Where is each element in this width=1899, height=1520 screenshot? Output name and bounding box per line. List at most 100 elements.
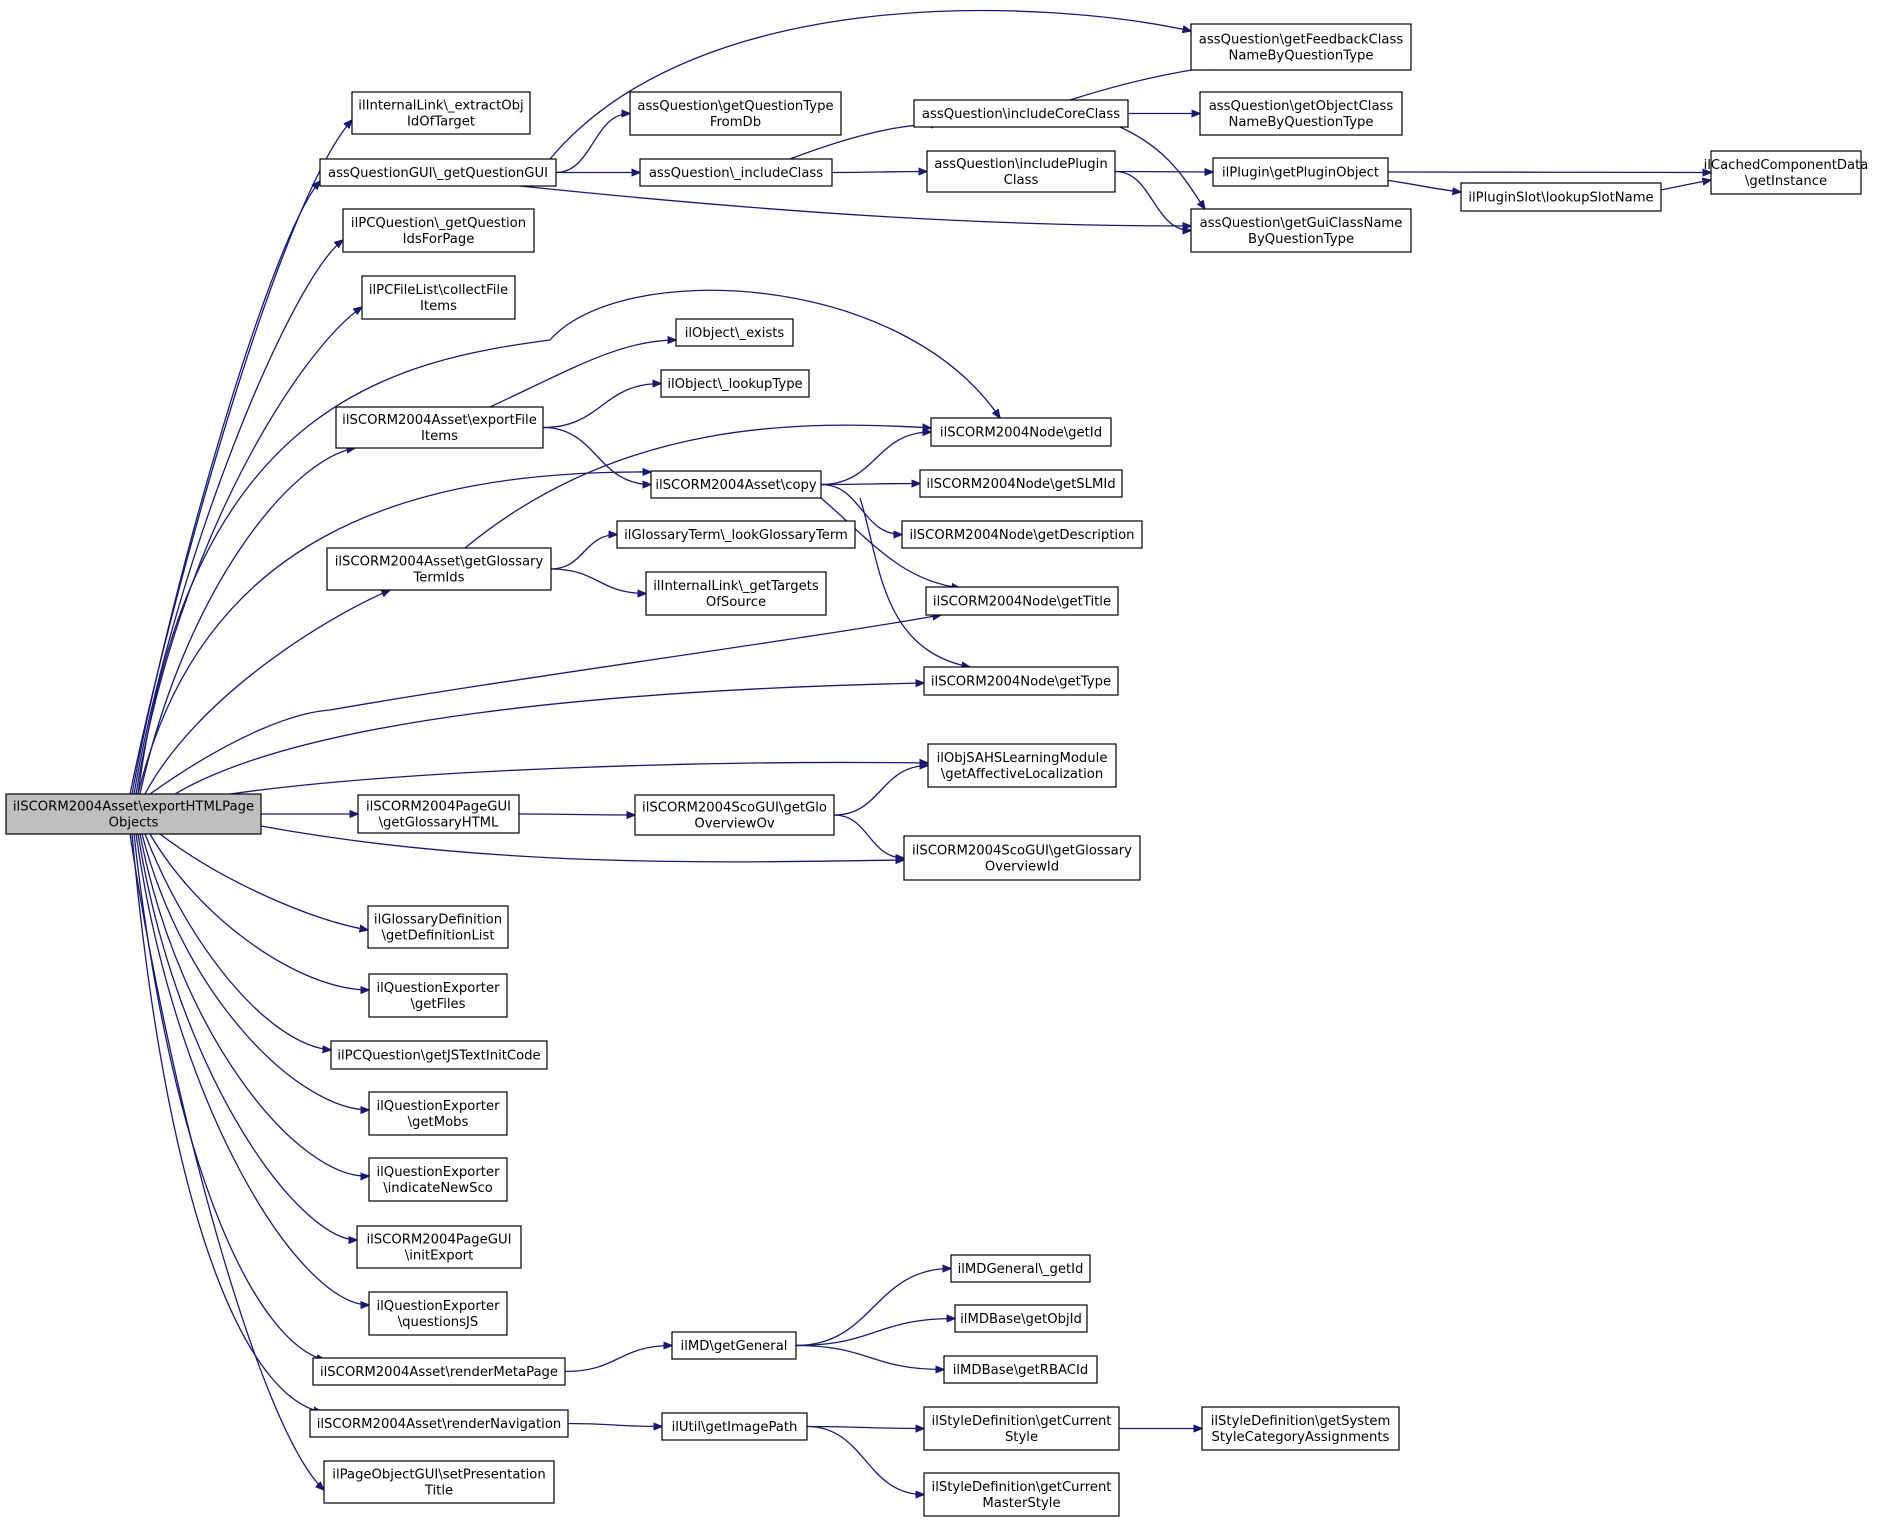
node-getId[interactable]: ilSCORM2004Node\getId bbox=[930, 417, 1112, 447]
node-initExport[interactable]: ilSCORM2004PageGUI\initExport bbox=[356, 1225, 522, 1269]
node-label: assQuestion\includeCoreClass bbox=[922, 107, 1120, 122]
edge-root-to-renderNavigation bbox=[131, 833, 322, 1412]
node-label: assQuestion\getGuiClassName bbox=[1200, 216, 1403, 231]
node-label: NameByQuestionType bbox=[1228, 49, 1373, 64]
edge-includeClass-to-includePluginClass bbox=[831, 172, 927, 173]
node-getMDGeneralId[interactable]: ilMDGeneral\_getId bbox=[950, 1254, 1091, 1283]
node-box bbox=[954, 1304, 1088, 1333]
node-label: assQuestion\getQuestionType bbox=[637, 99, 833, 114]
node-label: assQuestion\_includeClass bbox=[649, 166, 823, 181]
node-getObjId[interactable]: ilMDBase\getObjId bbox=[954, 1304, 1088, 1333]
node-includeClass[interactable]: assQuestion\_includeClass bbox=[639, 158, 833, 187]
node-label: assQuestion\includePlugin bbox=[934, 157, 1107, 172]
node-box bbox=[923, 666, 1119, 696]
edge-root-to-initExport bbox=[137, 833, 357, 1240]
edge-getGeneral-to-getMDGeneralId bbox=[795, 1269, 951, 1347]
node-box bbox=[1190, 23, 1412, 71]
node-label: ilSCORM2004ScoGUI\getGlo bbox=[642, 801, 827, 816]
node-getGeneral[interactable]: ilMD\getGeneral bbox=[671, 1331, 797, 1360]
node-label: Title bbox=[424, 1484, 453, 1499]
node-label: ilObject\_lookupType bbox=[667, 377, 802, 392]
node-label: ilGlossaryDefinition bbox=[374, 913, 502, 928]
node-getSystemStyleCategory[interactable]: ilStyleDefinition\getSystemStyleCategory… bbox=[1201, 1406, 1400, 1451]
node-getMobs[interactable]: ilQuestionExporter\getMobs bbox=[368, 1091, 508, 1136]
node-box bbox=[368, 973, 508, 1018]
node-label: Items bbox=[421, 429, 458, 444]
node-getFeedbackClassName[interactable]: assQuestion\getFeedbackClassNameByQuesti… bbox=[1190, 23, 1412, 71]
node-getDefinitionList[interactable]: ilGlossaryDefinition\getDefinitionList bbox=[367, 905, 509, 949]
node-label: assQuestionGUI\_getQuestionGUI bbox=[328, 166, 548, 181]
node-box bbox=[319, 158, 557, 187]
edge-copy-to-getSLMId bbox=[820, 484, 920, 485]
node-includeCoreClass[interactable]: assQuestion\includeCoreClass bbox=[913, 99, 1129, 128]
edge-root-to-getId bbox=[137, 289, 1000, 795]
node-getSLMId[interactable]: ilSCORM2004Node\getSLMId bbox=[919, 469, 1123, 498]
node-box bbox=[5, 793, 262, 835]
edge-renderMetaPage-to-getGeneral bbox=[564, 1346, 672, 1373]
node-renderNavigation[interactable]: ilSCORM2004Asset\renderNavigation bbox=[309, 1409, 569, 1438]
node-box bbox=[645, 571, 827, 616]
node-label: ilSCORM2004Node\getType bbox=[931, 675, 1111, 690]
edge-root-to-getJSTextInitCode bbox=[144, 833, 331, 1050]
node-lookupSlotName[interactable]: ilPluginSlot\lookupSlotName bbox=[1460, 182, 1662, 212]
node-label: ilSCORM2004Asset\getGlossary bbox=[335, 555, 544, 570]
node-box bbox=[671, 1331, 797, 1360]
node-getType[interactable]: ilSCORM2004Node\getType bbox=[923, 666, 1119, 696]
node-getJSTextInitCode[interactable]: ilPCQuestion\getJSTextInitCode bbox=[330, 1040, 548, 1070]
node-getTitle[interactable]: ilSCORM2004Node\getTitle bbox=[925, 586, 1119, 616]
edge-root-to-getQuestionGUI bbox=[131, 181, 320, 795]
node-getRBACId[interactable]: ilMDBase\getRBACId bbox=[943, 1355, 1098, 1384]
node-getFiles[interactable]: ilQuestionExporter\getFiles bbox=[368, 973, 508, 1018]
node-label: ilObjSAHSLearningModule bbox=[937, 751, 1108, 766]
edge-getImagePath-to-getCurrentMasterStyle bbox=[806, 1425, 924, 1495]
edge-getImagePath-to-getCurrentStyle bbox=[806, 1427, 924, 1429]
node-questionsJS[interactable]: ilQuestionExporter\questionsJS bbox=[368, 1291, 508, 1336]
edge-getGloOverviewOv-to-getAffectiveLocalization bbox=[833, 766, 928, 816]
node-copy[interactable]: ilSCORM2004Asset\copy bbox=[650, 470, 822, 499]
node-lookGlossaryTerm[interactable]: ilGlossaryTerm\_lookGlossaryTerm bbox=[616, 520, 856, 549]
node-getGlossaryHTML[interactable]: ilSCORM2004PageGUI\getGlossaryHTML bbox=[357, 794, 520, 834]
edge-root-to-getType bbox=[174, 683, 924, 795]
node-box bbox=[309, 1409, 569, 1438]
node-label: ilSCORM2004Asset\exportFile bbox=[342, 413, 537, 428]
node-exists[interactable]: ilObject\_exists bbox=[675, 318, 794, 347]
node-box bbox=[1190, 208, 1412, 253]
node-getInstance[interactable]: ilCachedComponentData\getInstance bbox=[1704, 150, 1869, 195]
node-box bbox=[925, 586, 1119, 616]
node-getDescription[interactable]: ilSCORM2004Node\getDescription bbox=[901, 520, 1143, 549]
node-getAffectiveLocalization[interactable]: ilObjSAHSLearningModule\getAffectiveLoca… bbox=[927, 743, 1117, 788]
node-label: IdOfTarget bbox=[407, 115, 475, 130]
node-label: ilSCORM2004ScoGUI\getGlossary bbox=[912, 844, 1132, 859]
node-lookupType[interactable]: ilObject\_lookupType bbox=[660, 369, 810, 398]
node-getObjectClassName[interactable]: assQuestion\getObjectClassNameByQuestion… bbox=[1199, 91, 1403, 136]
node-box bbox=[1710, 150, 1862, 195]
node-getPluginObject[interactable]: ilPlugin\getPluginObject bbox=[1212, 157, 1389, 187]
node-getGuiClassName[interactable]: assQuestion\getGuiClassNameByQuestionTyp… bbox=[1190, 208, 1412, 253]
edge-exportFileItems-to-lookupType bbox=[542, 384, 661, 429]
node-label: Items bbox=[420, 299, 457, 314]
node-box bbox=[616, 520, 856, 549]
node-box bbox=[901, 520, 1143, 549]
edge-copy-to-getDescription bbox=[820, 483, 902, 535]
node-box bbox=[660, 369, 810, 398]
node-getQuestionGUI[interactable]: assQuestionGUI\_getQuestionGUI bbox=[319, 158, 557, 187]
node-indicateNewSco[interactable]: ilQuestionExporter\indicateNewSco bbox=[368, 1157, 508, 1202]
node-label: \getInstance bbox=[1745, 174, 1827, 189]
edge-getGeneral-to-getRBACId bbox=[795, 1344, 944, 1370]
node-renderMetaPage[interactable]: ilSCORM2004Asset\renderMetaPage bbox=[312, 1357, 566, 1386]
node-getImagePath[interactable]: ilUtil\getImagePath bbox=[661, 1412, 808, 1441]
